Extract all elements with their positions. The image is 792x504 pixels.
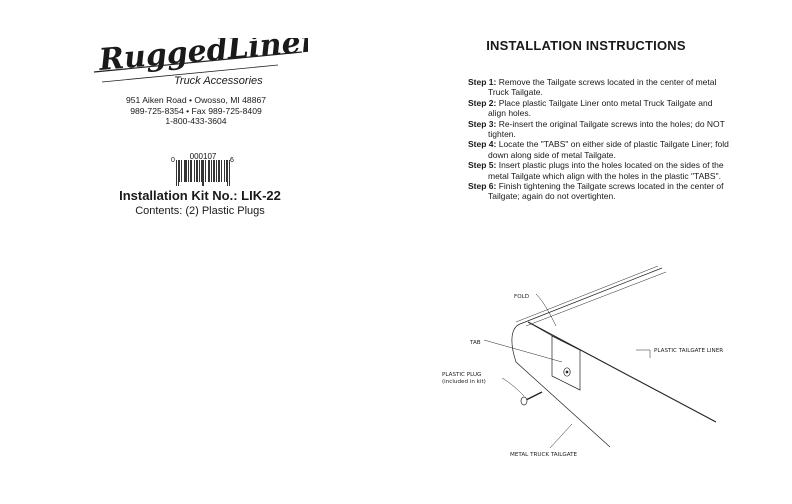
barcode-bars bbox=[176, 160, 230, 186]
step-item: Step 1: Remove the Tailgate screws locat… bbox=[468, 77, 730, 98]
logo-tagline: Truck Accessories bbox=[174, 75, 263, 87]
barcode-bar bbox=[194, 160, 195, 182]
barcode-bar bbox=[185, 160, 186, 182]
step-text: Re-insert the original Tailgate screws i… bbox=[488, 118, 725, 140]
step-label: Step 1: bbox=[468, 77, 497, 87]
step-item: Step 4: Locate the "TABS" on either side… bbox=[468, 139, 730, 160]
step-text: Insert plastic plugs into the holes loca… bbox=[488, 160, 724, 181]
barcode-left-digit: 0 bbox=[171, 157, 175, 164]
company-contact: 951 Aiken Road • Owosso, MI 48867 989-72… bbox=[96, 95, 296, 127]
barcode-bar bbox=[190, 160, 191, 182]
barcode-bar bbox=[229, 160, 230, 186]
ruggedliner-logo: RuggedLiner Truck Accessories bbox=[93, 38, 308, 87]
step-item: Step 2: Place plastic Tailgate Liner ont… bbox=[468, 98, 730, 119]
barcode-bar bbox=[209, 160, 210, 182]
step-label: Step 6: bbox=[468, 181, 497, 192]
barcode-right-digit: 6 bbox=[230, 157, 234, 164]
kit-contents: Contents: (2) Plastic Plugs bbox=[135, 205, 265, 217]
step-item: Step 6: Finish tightening the Tailgate s… bbox=[468, 181, 730, 202]
barcode-bar bbox=[186, 160, 187, 182]
barcode-bar bbox=[196, 160, 197, 182]
barcode-bar bbox=[179, 160, 180, 182]
address-line: 951 Aiken Road • Owosso, MI 48867 bbox=[125, 95, 267, 105]
barcode-bar bbox=[201, 160, 202, 182]
label-plastic-liner: PLASTIC TAILGATE LINER bbox=[654, 348, 723, 354]
label-tab: TAB bbox=[469, 340, 481, 346]
installation-steps: Step 1: Remove the Tailgate screws locat… bbox=[468, 77, 730, 202]
step-text: Finish tightening the Tailgate screws lo… bbox=[488, 181, 724, 202]
tailgate-diagram: FOLD TAB PLASTIC TAILGATE LINER PLASTIC … bbox=[442, 265, 723, 458]
barcode-bar bbox=[216, 160, 217, 182]
step-item: Step 5: Insert plastic plugs into the ho… bbox=[468, 160, 730, 181]
barcode-bar bbox=[213, 160, 214, 182]
barcode-bar bbox=[226, 160, 227, 182]
barcode-bar bbox=[188, 160, 189, 182]
label-metal-tailgate: METAL TRUCK TAILGATE bbox=[510, 452, 578, 458]
barcode-bar bbox=[176, 160, 177, 186]
step-label: Step 4: bbox=[468, 139, 497, 150]
kit-number-title: Installation Kit No.: LIK-22 bbox=[119, 188, 281, 203]
toll-free-line: 1-800-433-3604 bbox=[165, 116, 227, 126]
barcode-bar bbox=[208, 160, 209, 182]
step-label: Step 5: bbox=[468, 160, 497, 171]
barcode-bar bbox=[184, 160, 185, 182]
barcode-bar bbox=[178, 160, 179, 186]
step-text: Place plastic Tailgate Liner onto metal … bbox=[488, 97, 713, 119]
barcode-bar bbox=[197, 160, 198, 182]
barcode-bar bbox=[205, 160, 206, 182]
step-text: Remove the Tailgate screws located in th… bbox=[488, 77, 717, 98]
upc-barcode: 0 000107 6 bbox=[171, 152, 234, 186]
barcode-bar bbox=[202, 160, 203, 186]
barcode-bar bbox=[199, 160, 200, 182]
barcode-number: 000107 bbox=[190, 152, 217, 161]
barcode-bar bbox=[211, 160, 212, 182]
label-plug-note: (included in kit) bbox=[442, 379, 486, 385]
barcode-bar bbox=[214, 160, 215, 182]
barcode-bar bbox=[224, 160, 225, 182]
step-item: Step 3: Re-insert the original Tailgate … bbox=[468, 119, 730, 140]
step-label: Step 2: bbox=[468, 97, 497, 108]
tailgate-drawing bbox=[483, 265, 717, 449]
barcode-bar bbox=[191, 160, 192, 182]
barcode-bar bbox=[227, 160, 228, 186]
barcode-bar bbox=[221, 160, 222, 182]
step-text: Locate the "TABS" on either side of plas… bbox=[488, 139, 729, 160]
phone-fax-line: 989-725-8354 • Fax 989-725-8409 bbox=[130, 105, 262, 116]
step-label: Step 3: bbox=[468, 118, 497, 129]
barcode-bar bbox=[181, 160, 182, 182]
barcode-bar bbox=[219, 160, 220, 182]
label-plastic-plug: PLASTIC PLUG bbox=[442, 372, 481, 378]
barcode-bar bbox=[218, 160, 219, 182]
label-fold: FOLD bbox=[514, 294, 529, 300]
instructions-heading: INSTALLATION INSTRUCTIONS bbox=[486, 38, 686, 53]
barcode-bar bbox=[203, 160, 204, 186]
